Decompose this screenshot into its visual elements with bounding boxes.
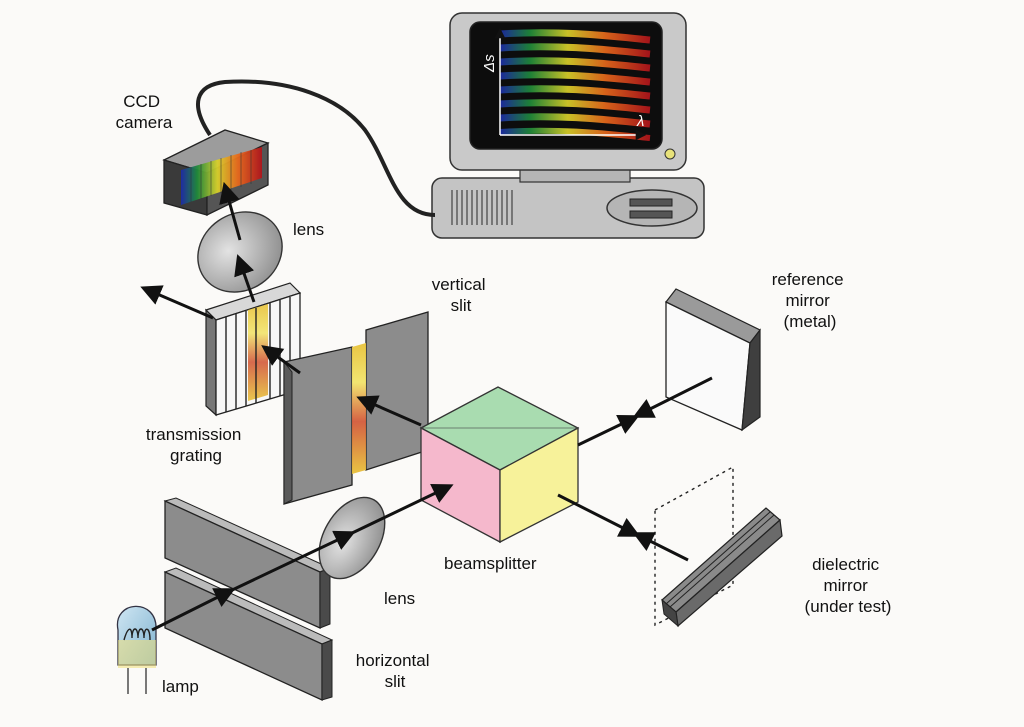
grating-spectrum-band <box>248 304 268 401</box>
lens-upper <box>197 211 283 293</box>
label-lens-lower: lens <box>384 589 415 608</box>
beamsplitter-cube <box>419 386 580 544</box>
beam-grating-zero-order <box>140 285 214 320</box>
disk-slot-1 <box>629 198 673 207</box>
disk-drive-bay <box>606 189 698 227</box>
horizontal-slit <box>163 497 334 702</box>
light-path <box>140 181 713 632</box>
beam-grating-to-lens <box>234 254 256 303</box>
label-dielectric-mirror: dielectric mirror (under test) <box>805 555 892 616</box>
lamp-filament <box>123 628 151 641</box>
beam-cube-to-slit <box>356 395 422 427</box>
label-ccd-camera: CCD camera <box>116 92 173 132</box>
screen-x-axis-label: λ <box>636 113 644 130</box>
reference-mirror <box>665 288 761 432</box>
lamp <box>116 605 157 694</box>
ccd-camera <box>162 129 270 217</box>
slit-light <box>352 343 366 474</box>
beam-cube-to-reference <box>577 415 640 447</box>
label-reference-mirror: reference mirror (metal) <box>772 270 849 331</box>
label-lens-upper: lens <box>293 220 324 239</box>
vent-grille <box>451 190 513 225</box>
beam-lamp-to-lens <box>151 588 236 632</box>
camera-cable <box>196 79 436 217</box>
disk-slot-2 <box>629 210 673 219</box>
label-lamp: lamp <box>162 677 199 696</box>
beam-to-cube <box>347 483 454 537</box>
beam-reference-return <box>632 376 713 418</box>
cube-right-face <box>499 426 579 544</box>
computer: Δs λ <box>431 12 705 239</box>
beam-dielectric-return <box>632 532 689 562</box>
power-led <box>664 148 676 160</box>
beam-lens-to-camera <box>219 181 242 241</box>
label-horizontal-slit: horizontal slit <box>356 651 434 691</box>
fringe-pattern <box>499 29 651 141</box>
label-transmission-grating: transmission grating <box>146 425 246 465</box>
beam-through-lens <box>227 530 356 594</box>
vertical-slit <box>283 311 429 505</box>
label-beamsplitter: beamsplitter <box>444 554 537 573</box>
label-vertical-slit: vertical slit <box>432 275 491 315</box>
screen-y-axis-label: Δs <box>481 54 498 73</box>
dielectric-mirror <box>654 465 783 628</box>
diagram-labels: CCD camera lens vertical slit reference … <box>116 92 892 696</box>
beam-cube-to-dielectric <box>557 493 641 537</box>
beam-slit-to-grating <box>261 345 301 375</box>
